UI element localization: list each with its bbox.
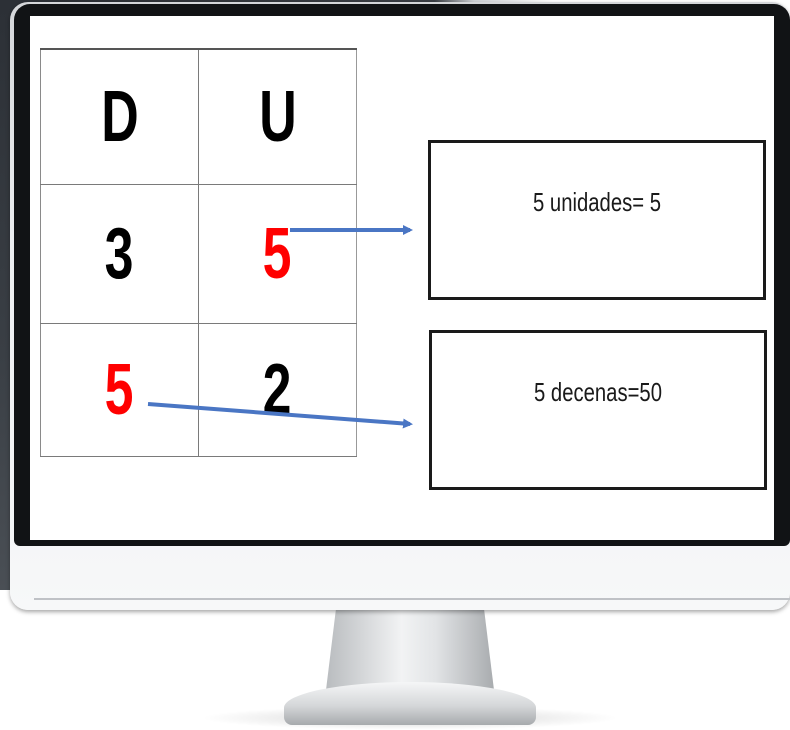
table-row: 5 2 — [40, 323, 357, 457]
tens-result-box: 5 decenas=50 — [429, 330, 767, 490]
digit-tens-1: 3 — [105, 214, 134, 294]
table-row: 3 5 — [40, 184, 357, 324]
tens-result-text: 5 decenas=50 — [534, 377, 662, 407]
cell-row2-tens: 5 — [40, 323, 199, 457]
digit-units-1-highlighted: 5 — [263, 214, 292, 294]
units-result-box: 5 unidades= 5 — [428, 140, 766, 300]
monitor-stand-neck — [326, 608, 494, 690]
units-result-text: 5 unidades= 5 — [533, 187, 661, 217]
monitor-stand-base — [284, 682, 536, 725]
header-units-label: U — [258, 77, 297, 157]
place-value-table: D U 3 5 5 2 — [40, 48, 357, 457]
cell-row2-units: 2 — [198, 323, 357, 457]
cell-row1-tens: 3 — [40, 184, 199, 324]
header-tens-label: D — [100, 77, 139, 157]
cell-row1-units: 5 — [198, 184, 357, 324]
header-units: U — [198, 48, 357, 185]
digit-units-2: 2 — [263, 350, 292, 430]
table-header-row: D U — [40, 48, 357, 185]
header-tens: D — [40, 48, 199, 185]
monitor-chin-line — [34, 598, 790, 600]
digit-tens-2-highlighted: 5 — [105, 350, 134, 430]
